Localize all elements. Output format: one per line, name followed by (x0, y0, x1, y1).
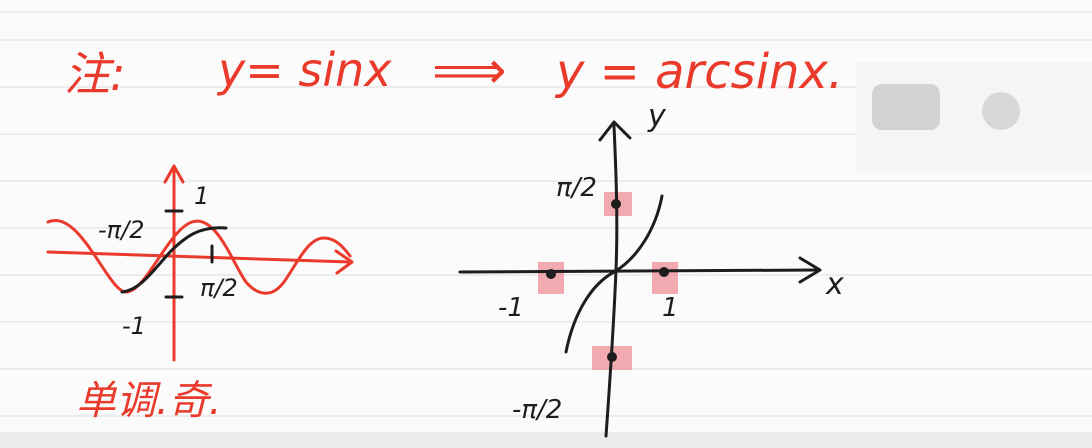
monotonic-segment (120, 226, 228, 294)
sine-y-axis-arrowhead (163, 164, 185, 184)
note-label: 注: (64, 47, 126, 101)
sine-curve (46, 218, 352, 295)
neg-half-pi-label: -π/2 (98, 216, 144, 244)
arcsin-sketch: y x π/2 -π/2 -1 1 (458, 99, 844, 438)
property-caption: 单调.奇. (76, 378, 221, 424)
point-one (659, 267, 669, 277)
point-half-pi (611, 199, 621, 209)
bottom-bar (0, 432, 1092, 448)
neg-one-x-label: -1 (498, 293, 524, 323)
tick-top-label: 1 (194, 182, 209, 210)
arcsin-x-axis-arrowhead (798, 256, 822, 284)
sine-x-axis-arrowhead (334, 249, 354, 275)
y-axis-label: y (647, 99, 667, 134)
point-neg-one (546, 269, 556, 279)
highlight-right (652, 262, 678, 294)
one-x-label: 1 (662, 293, 679, 323)
tick-bottom-label: -1 (122, 312, 146, 340)
neg-half-pi-y-label: -π/2 (512, 395, 562, 425)
ruled-lines (0, 11, 1092, 417)
right-expression: y = arcsinx. (554, 44, 843, 100)
arcsin-curve (564, 194, 664, 354)
arcsin-y-axis-arrowhead (598, 120, 632, 142)
x-axis-label: x (825, 267, 844, 302)
implies-arrow: ⟹ (432, 41, 507, 101)
sine-sketch: 1 -1 -π/2 π/2 单调.奇. (46, 164, 354, 424)
left-expression: y= sinx (216, 43, 392, 97)
arcsin-x-axis (458, 268, 820, 274)
half-pi-y-label: π/2 (556, 173, 597, 203)
half-pi-label: π/2 (200, 274, 238, 302)
blurred-region (856, 62, 1092, 172)
point-neg-half-pi (607, 352, 617, 362)
